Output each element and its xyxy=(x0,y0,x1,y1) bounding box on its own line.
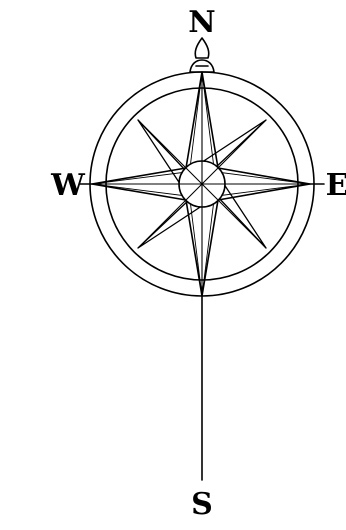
south-label: S xyxy=(191,487,213,522)
east-label: E xyxy=(326,168,346,203)
north-pointer-ornament xyxy=(190,38,214,72)
west-label: W xyxy=(50,168,86,203)
north-label: N xyxy=(188,5,215,40)
